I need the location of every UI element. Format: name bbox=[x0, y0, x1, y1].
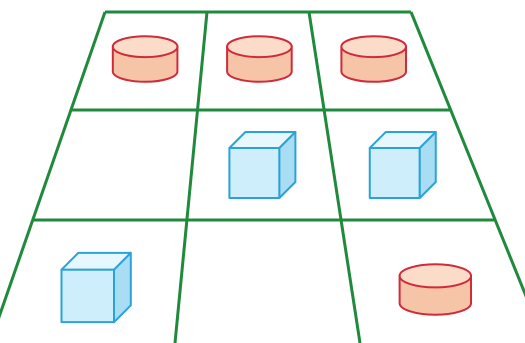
cube-side-face bbox=[113, 251, 132, 324]
grid-vertical-line bbox=[307, 11, 362, 343]
cube-icon bbox=[60, 251, 132, 324]
cube-side-face bbox=[418, 131, 437, 199]
cube-front-face bbox=[228, 147, 281, 199]
cube-front-face bbox=[60, 268, 116, 324]
cylinder-top bbox=[340, 35, 407, 59]
grid-items bbox=[60, 35, 473, 324]
cylinder-icon bbox=[111, 35, 179, 83]
cube-side-face bbox=[278, 131, 297, 199]
cylinder-top bbox=[226, 35, 293, 59]
cylinder-top bbox=[398, 263, 473, 289]
grid-vertical-line bbox=[0, 11, 107, 319]
grid-vertical-line bbox=[173, 11, 209, 343]
grid-vertical-line bbox=[409, 11, 525, 298]
cylinder-icon bbox=[398, 263, 473, 316]
cube-icon bbox=[228, 131, 297, 199]
cylinder-icon bbox=[340, 35, 407, 83]
cylinder-top bbox=[111, 35, 179, 59]
cylinder-icon bbox=[226, 35, 293, 83]
grid-lines bbox=[0, 10, 525, 343]
cube-icon bbox=[368, 131, 437, 199]
cube-front-face bbox=[368, 147, 421, 199]
